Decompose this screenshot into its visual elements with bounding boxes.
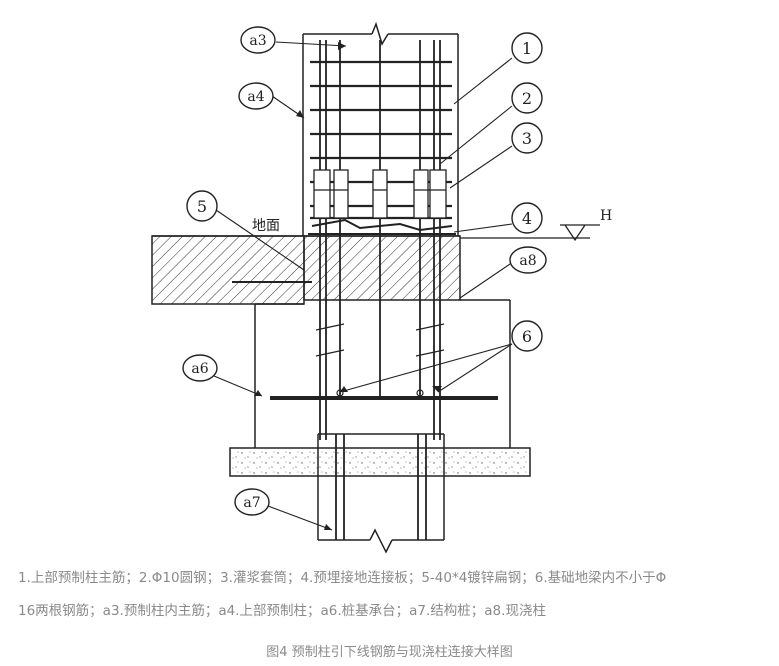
label-a3: a3 [249, 33, 266, 49]
legend-line-1: 1.上部预制柱主筋；2.Φ10圆钢；3.灌浆套筒；4.预埋接地连接板；5-40*… [18, 570, 667, 586]
cast-in-place-column [254, 299, 511, 448]
foundation-beam-rebars [270, 389, 498, 400]
label-a4: a4 [247, 89, 264, 105]
leader-arrows [254, 42, 442, 530]
label-4: 4 [522, 209, 532, 228]
figure-caption: 图4 预制柱引下线钢筋与现浇柱连接大样图 [266, 645, 513, 660]
legend-line-2: 16两根钢筋；a3.预制柱内主筋；a4.上部预制柱；a6.桩基承台；a7.结构桩… [18, 603, 546, 619]
label-5: 5 [197, 197, 207, 216]
ground-slab [151, 235, 560, 305]
label-1: 1 [522, 39, 532, 58]
ground-label: 地面 [252, 218, 280, 234]
connection-detail-drawing: H a3 a4 1 2 3 [151, 21, 612, 554]
label-3: 3 [522, 129, 532, 148]
embedded-grounding-plate [308, 218, 456, 235]
pile-cap [229, 447, 531, 477]
structural-pile [317, 433, 445, 554]
label-a6: a6 [191, 361, 208, 377]
label-a7: a7 [243, 495, 260, 511]
leader-lines [213, 41, 513, 531]
label-2: 2 [522, 89, 532, 108]
label-6: 6 [522, 327, 532, 346]
upper-precast-column [302, 21, 459, 236]
ground-elevation-symbol [560, 224, 600, 242]
lower-rebars [319, 236, 441, 440]
elevation-label: H [600, 208, 612, 224]
label-a8: a8 [519, 253, 536, 269]
grout-sleeves [313, 169, 447, 219]
callout-bubbles [182, 26, 547, 516]
rebar-ties [315, 323, 445, 357]
